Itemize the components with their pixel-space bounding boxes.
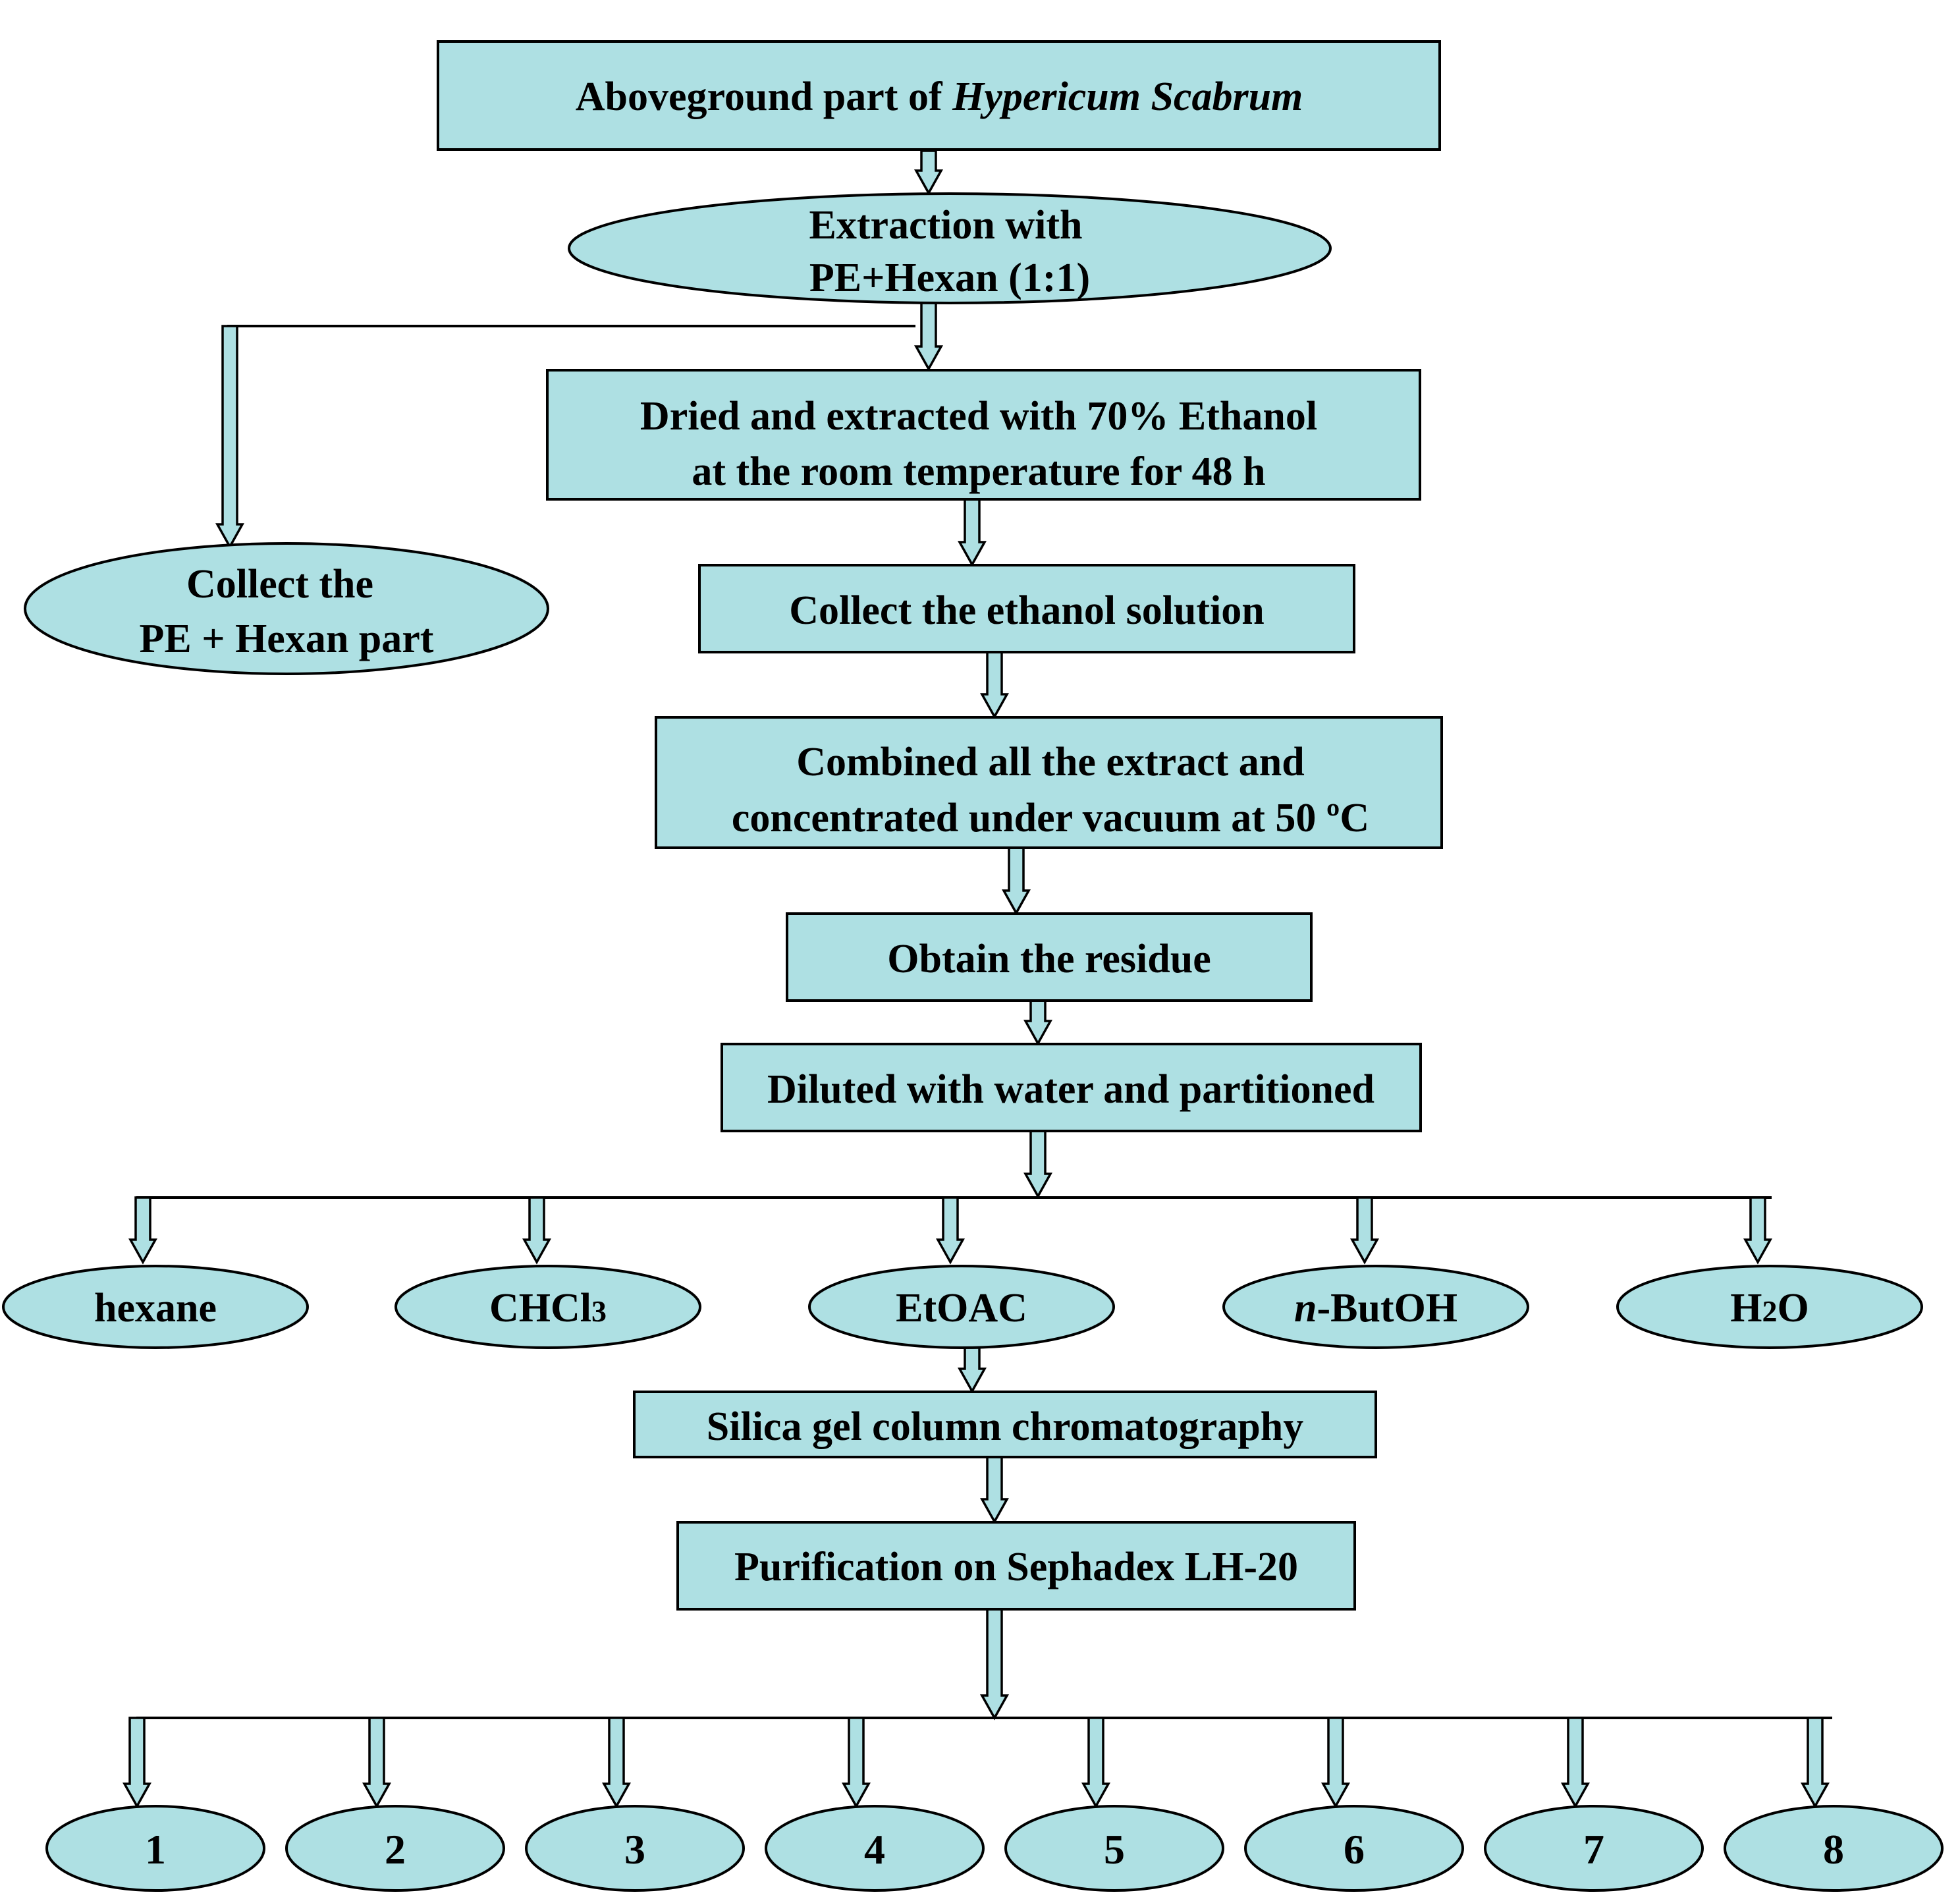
- node-dried: Dried and extracted with 70% Ethanol at …: [546, 369, 1421, 501]
- fraction-etoac-label: EtOAC: [896, 1286, 1027, 1331]
- fraction-hexane-label: hexane: [94, 1286, 217, 1331]
- node-aboveground-species: Hypericum Scabrum: [952, 74, 1303, 119]
- fraction-water-label: H2O: [1730, 1286, 1809, 1331]
- compound-label: 7: [1583, 1826, 1604, 1873]
- compound-ellipse: [765, 1805, 985, 1892]
- arrow-to-compound-1: [122, 1717, 151, 1809]
- arrow-to-compound-6: [1321, 1717, 1350, 1809]
- arrow-dried-to-collect-ethanol: [958, 498, 987, 567]
- node-collect-pe-line1: Collect the: [186, 562, 373, 607]
- fraction-butoh-rest: -ButOH: [1317, 1286, 1457, 1331]
- fraction-butoh: n-ButOH: [1222, 1265, 1529, 1349]
- compound-label: 6: [1344, 1826, 1365, 1873]
- node-combined: Combined all the extract and concentrate…: [655, 716, 1443, 849]
- arrow-to-water: [1743, 1196, 1772, 1265]
- node-sephadex-label: Purification on Sephadex LH-20: [734, 1545, 1298, 1589]
- arrow-sephadex-to-branch: [980, 1608, 1009, 1721]
- compound-node-6: 6: [1244, 1805, 1464, 1892]
- fraction-chcl3-label: CHCl3: [489, 1286, 607, 1331]
- fraction-chcl3: CHCl3: [395, 1265, 701, 1349]
- node-silica: Silica gel column chromatography: [633, 1391, 1377, 1458]
- compound-ellipse: [1244, 1805, 1464, 1892]
- compound-node-8: 8: [1724, 1805, 1944, 1892]
- arrow-combined-to-residue: [1002, 846, 1031, 916]
- compound-label: 4: [864, 1826, 885, 1873]
- fraction-water: H2O: [1616, 1265, 1923, 1349]
- compound-ellipse: [45, 1805, 265, 1892]
- arrow-to-compound-3: [602, 1717, 631, 1809]
- arrow-to-hexane: [128, 1196, 157, 1265]
- node-dried-line1: Dried and extracted with 70% Ethanol: [640, 394, 1317, 439]
- node-collect-ethanol: Collect the ethanol solution: [698, 564, 1355, 653]
- node-collect-pe-line2: PE + Hexan part: [140, 617, 434, 661]
- compound-label: 5: [1104, 1826, 1125, 1873]
- fraction-water-subscript: 2: [1762, 1294, 1778, 1328]
- compound-label: 2: [385, 1826, 406, 1873]
- compound-node-7: 7: [1484, 1805, 1704, 1892]
- fraction-etoac: EtOAC: [808, 1265, 1115, 1349]
- node-diluted-label: Diluted with water and partitioned: [767, 1067, 1375, 1112]
- arrow-aboveground-to-extraction: [914, 150, 943, 196]
- compound-label: 1: [145, 1826, 166, 1873]
- arrow-to-compound-4: [842, 1717, 871, 1809]
- flow-arrows: [122, 150, 1830, 1809]
- node-extraction-line2: PE+Hexan (1:1): [809, 256, 1090, 300]
- compound-label: 8: [1823, 1826, 1844, 1873]
- node-combined-line2: concentrated under vacuum at 50 ºC: [732, 796, 1369, 841]
- node-residue: Obtain the residue: [786, 912, 1313, 1002]
- compound-ellipse: [1004, 1805, 1224, 1892]
- node-sephadex: Purification on Sephadex LH-20: [676, 1521, 1356, 1611]
- compound-ellipse: [1484, 1805, 1704, 1892]
- compound-ellipse: [285, 1805, 505, 1892]
- fraction-water-rest: O: [1778, 1286, 1809, 1331]
- arrow-extraction-to-dried: [914, 302, 943, 372]
- arrow-silica-to-sephadex: [980, 1456, 1009, 1524]
- node-residue-label: Obtain the residue: [887, 937, 1211, 981]
- arrow-to-chcl3: [522, 1196, 551, 1265]
- compound-node-4: 4: [765, 1805, 985, 1892]
- arrow-pe-branch-down: [215, 325, 244, 549]
- arrow-to-etoac: [936, 1196, 965, 1265]
- arrow-to-butoh: [1350, 1196, 1379, 1265]
- arrow-to-compound-5: [1081, 1717, 1110, 1809]
- arrow-etoac-to-silica: [958, 1346, 987, 1394]
- compound-nodes: 1 2 3 4 5 6 7 8: [45, 1805, 1944, 1892]
- compound-node-3: 3: [525, 1805, 745, 1892]
- node-extraction-line1: Extraction with: [809, 203, 1082, 248]
- compound-node-1: 1: [45, 1805, 265, 1892]
- node-aboveground-prefix: Aboveground part of: [576, 74, 952, 119]
- arrow-residue-to-diluted: [1023, 999, 1052, 1046]
- arrow-collect-to-combined: [980, 651, 1009, 719]
- node-collect-pe: Collect the PE + Hexan part: [24, 542, 549, 675]
- arrow-to-compound-2: [362, 1717, 391, 1809]
- arrow-to-compound-8: [1801, 1717, 1830, 1809]
- fraction-butoh-italic: n: [1294, 1286, 1317, 1331]
- compound-ellipse: [525, 1805, 745, 1892]
- node-aboveground-label: Aboveground part of Hypericum Scabrum: [576, 74, 1303, 119]
- node-extraction: Extraction with PE+Hexan (1:1): [568, 192, 1332, 304]
- fraction-water-base: H: [1730, 1286, 1762, 1331]
- arrow-to-compound-7: [1561, 1717, 1590, 1809]
- node-aboveground: Aboveground part of Hypericum Scabrum: [437, 40, 1441, 151]
- node-silica-label: Silica gel column chromatography: [707, 1404, 1303, 1449]
- compound-node-2: 2: [285, 1805, 505, 1892]
- node-dried-line2: at the room temperature for 48 h: [692, 449, 1265, 494]
- node-combined-line1: Combined all the extract and: [796, 740, 1305, 785]
- compound-ellipse: [1724, 1805, 1944, 1892]
- arrow-diluted-to-branch: [1023, 1130, 1052, 1199]
- fraction-chcl3-subscript: 3: [591, 1294, 607, 1328]
- node-collect-ethanol-label: Collect the ethanol solution: [789, 588, 1265, 633]
- node-diluted: Diluted with water and partitioned: [721, 1043, 1422, 1132]
- fraction-butoh-label: n-ButOH: [1294, 1286, 1457, 1331]
- fraction-chcl3-base: CHCl: [489, 1286, 591, 1331]
- compound-node-5: 5: [1004, 1805, 1224, 1892]
- compound-label: 3: [624, 1826, 645, 1873]
- connector-lines: [136, 325, 1832, 1719]
- fraction-hexane: hexane: [2, 1265, 309, 1349]
